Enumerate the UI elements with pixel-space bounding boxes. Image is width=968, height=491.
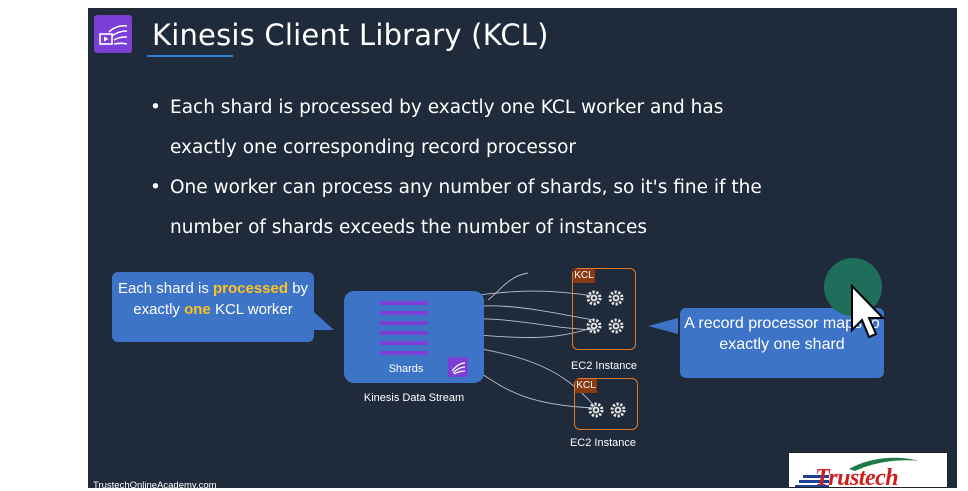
shard-bar bbox=[380, 311, 428, 315]
ec2-label: EC2 Instance bbox=[570, 360, 638, 372]
callout-text: by exactly bbox=[133, 280, 309, 318]
gear-icon bbox=[608, 290, 624, 306]
ec2-instance: KCL bbox=[572, 268, 636, 350]
shard-bar bbox=[380, 351, 428, 355]
ec2-instance: KCL bbox=[574, 378, 638, 430]
gear-icon bbox=[588, 402, 604, 418]
brand-logo: Trustech bbox=[788, 452, 948, 488]
shard-bar bbox=[380, 341, 428, 345]
slide: Kinesis Client Library (KCL) • Each shar… bbox=[88, 8, 957, 491]
footer-site: TrustechOnlineAcademy.com bbox=[93, 480, 217, 491]
callout-text: A record processor maps to exactly one s… bbox=[684, 315, 880, 353]
stream-label: Kinesis Data Stream bbox=[363, 392, 465, 404]
shards-label: Shards bbox=[388, 363, 424, 375]
shard-bar bbox=[380, 301, 428, 305]
shard-bar bbox=[380, 331, 428, 335]
bullet-text: One worker can process any number of sha… bbox=[170, 177, 762, 238]
title-underline bbox=[147, 55, 233, 57]
kcl-tag: KCL bbox=[575, 379, 597, 393]
brand-swoosh-icon bbox=[795, 457, 919, 487]
bullet-dot: • bbox=[150, 97, 161, 118]
slide-title: Kinesis Client Library (KCL) bbox=[152, 18, 549, 52]
bullet-dot: • bbox=[150, 177, 161, 198]
mouse-cursor-icon bbox=[851, 284, 886, 339]
shard-bar bbox=[380, 321, 428, 325]
gear-icon bbox=[586, 290, 602, 306]
gear-icon bbox=[610, 402, 626, 418]
callout-text: Each shard is bbox=[117, 280, 213, 297]
callout-right: A record processor maps to exactly one s… bbox=[680, 308, 884, 378]
callout-highlight: processed bbox=[212, 280, 289, 297]
callout-left: Each shard is processed by exactly one K… bbox=[112, 272, 314, 342]
gear-icon bbox=[608, 318, 624, 334]
brand-wordmark: Trustech bbox=[815, 465, 899, 488]
kinesis-logo-icon bbox=[94, 15, 132, 53]
kinesis-stream-icon bbox=[448, 357, 468, 377]
shards-box: Shards bbox=[344, 291, 484, 383]
ec2-label: EC2 Instance bbox=[569, 437, 637, 449]
bullet-text: Each shard is processed by exactly one K… bbox=[170, 97, 724, 158]
connector-lines bbox=[314, 272, 678, 409]
callout-highlight: one bbox=[184, 301, 211, 318]
kcl-tag: KCL bbox=[573, 269, 595, 283]
callout-text: KCL worker bbox=[210, 301, 293, 318]
gear-icon bbox=[586, 318, 602, 334]
